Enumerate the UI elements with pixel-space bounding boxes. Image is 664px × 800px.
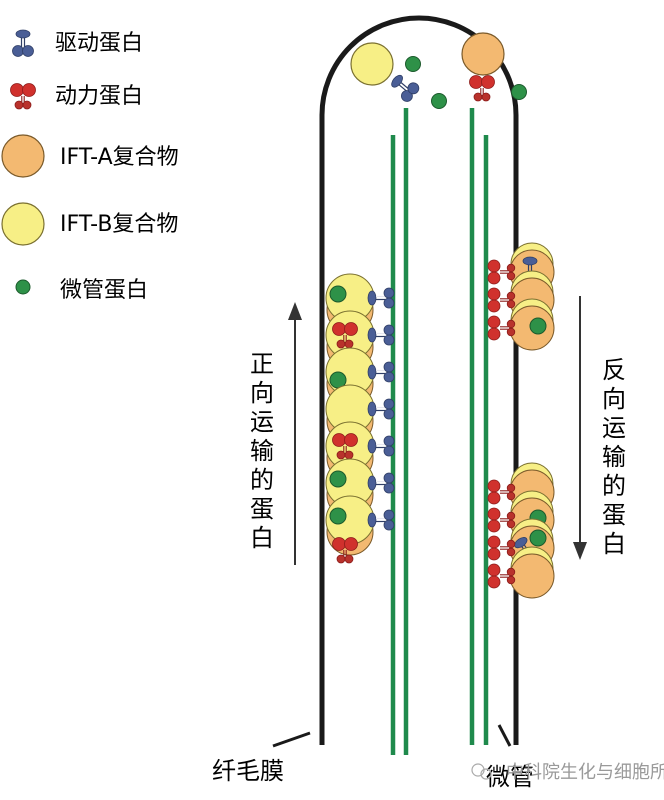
ift-a-complex (509, 553, 555, 599)
label-char: 输 (602, 443, 626, 471)
legend-label: 动力蛋白 (55, 84, 143, 109)
legend-label: IFT-B复合物 (60, 212, 178, 237)
tubulin (329, 285, 347, 303)
label-char: 反 (602, 356, 626, 384)
watermark: 中科院生化与细胞所 (471, 762, 664, 783)
retrograde-ift-train (487, 462, 555, 599)
label-char: 的 (250, 466, 274, 494)
kinesin-motor (367, 361, 395, 383)
ift-b-complex-icon (1, 202, 45, 246)
label-char: 蛋 (250, 495, 274, 523)
ift-train-unit (487, 298, 555, 351)
tubulin (511, 84, 527, 100)
legend-item-ift-b: IFT-B复合物 (1, 202, 178, 246)
membrane-label: 纤毛膜 (212, 757, 284, 785)
label-char: 白 (602, 530, 626, 558)
tubulin (329, 470, 347, 488)
legend-label: IFT-A复合物 (60, 145, 179, 170)
label-char: 输 (250, 437, 274, 465)
label-char: 运 (250, 408, 274, 436)
legend-item-tubulin: 微管蛋白 (15, 278, 148, 303)
microtubules (390, 108, 489, 755)
cilia-membrane (319, 15, 519, 745)
legend-item-kinesin: 驱动蛋白 (11, 29, 143, 58)
ift-a-complex (461, 32, 505, 76)
arrow-down-icon (573, 542, 587, 560)
anterograde-label: 正向运输的蛋白 (250, 350, 274, 552)
wechat-icon-bubble (480, 768, 492, 780)
legend-label: 驱动蛋白 (55, 31, 143, 56)
anterograde-ift-train (325, 273, 395, 564)
watermark-text: 中科院生化与细胞所 (506, 762, 664, 783)
microtubule-pointer (497, 724, 512, 747)
dynein-motor (468, 74, 496, 102)
retrograde-label: 反向运输的蛋白 (602, 356, 626, 558)
kinesin-motor (367, 472, 395, 494)
legend-item-dynein: 动力蛋白 (9, 82, 143, 110)
tubulin (529, 317, 547, 335)
ift-a-complex-icon (1, 134, 45, 178)
retrograde-arrow (573, 296, 587, 560)
legend-label: 微管蛋白 (60, 278, 148, 303)
tubulin-icon (15, 279, 31, 295)
tubulin (329, 507, 347, 525)
retrograde-ift-train (487, 242, 555, 351)
label-char: 蛋 (602, 501, 626, 529)
retrograde-ift-trains (487, 242, 555, 599)
legend-item-ift-a: IFT-A复合物 (1, 134, 179, 178)
label-char: 向 (250, 379, 274, 407)
tubulin (529, 529, 547, 547)
kinesin-motor (367, 509, 395, 531)
legend: 驱动蛋白 动力蛋白 IFT-A复合物 IFT-B复合物 微管蛋白 (1, 29, 179, 303)
dynein-motor-icon (9, 82, 37, 110)
kinesin-motor-icon (11, 29, 35, 58)
label-char: 的 (602, 472, 626, 500)
ift-train-unit (487, 546, 555, 599)
microtubule-label: 微管 (486, 763, 534, 791)
kinesin-motor (367, 435, 395, 457)
ift-b-complex (350, 42, 394, 86)
anterograde-arrow (288, 302, 302, 565)
label-char: 白 (250, 524, 274, 552)
kinesin-motor (367, 287, 395, 309)
label-char: 向 (602, 385, 626, 413)
kinesin-motor (386, 70, 422, 105)
arrow-up-icon (288, 302, 302, 320)
tubulin (431, 93, 447, 109)
label-char: 运 (602, 414, 626, 442)
label-char: 正 (250, 350, 274, 378)
kinesin-motor (367, 324, 395, 346)
membrane-pointer (272, 731, 311, 748)
tubulin (405, 56, 421, 72)
cilia-tip (350, 32, 527, 109)
kinesin-motor (367, 398, 395, 420)
